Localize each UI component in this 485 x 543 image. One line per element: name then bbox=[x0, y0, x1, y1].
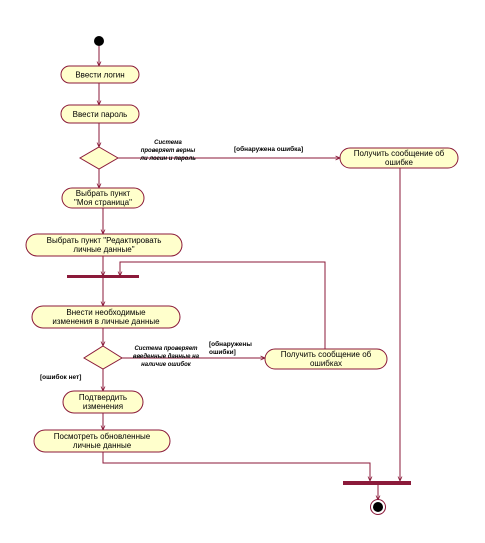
activity-label: "Моя страница" bbox=[74, 198, 132, 207]
condition-label-1: Система bbox=[154, 140, 182, 146]
activity-label: личные данные" bbox=[73, 245, 134, 254]
initial-node bbox=[94, 36, 104, 46]
activity-label: Внести необходимые bbox=[66, 308, 146, 317]
condition-label-2: наличие ошибок bbox=[141, 361, 192, 368]
guard-errors-found: [обнаружены bbox=[209, 340, 252, 348]
activity-choose-edit: Выбрать пункт "Редактировать личные данн… bbox=[25, 233, 183, 257]
activity-choose-my-page: Выбрать пункт "Моя страница" bbox=[61, 187, 145, 209]
activity-enter-login: Ввести логин bbox=[60, 65, 140, 84]
activity-make-changes: Внести необходимые изменения в личные да… bbox=[31, 305, 181, 329]
activity-label: личные данные bbox=[73, 441, 132, 450]
activity-label: ошибке bbox=[385, 158, 414, 167]
condition-label-2: введенные данные на bbox=[133, 354, 200, 360]
activity-enter-password: Ввести пароль bbox=[60, 104, 140, 124]
fork-bar bbox=[67, 275, 139, 278]
activity-label: изменения в личные данные bbox=[52, 317, 160, 326]
edge-error2-loop bbox=[120, 261, 326, 349]
activity-label: Выбрать пункт "Редактировать bbox=[47, 236, 162, 245]
condition-label-1: ли логин и пароль bbox=[139, 156, 196, 162]
edge-view-endbar bbox=[102, 452, 370, 481]
guard-no-errors: [ошибок нет] bbox=[40, 373, 81, 381]
condition-label-2: Система проверяет bbox=[134, 346, 198, 352]
activity-label: Ввести логин bbox=[75, 71, 124, 80]
condition-label-1: проверяет верны bbox=[141, 148, 196, 154]
activity-label: изменения bbox=[83, 402, 123, 411]
activity-confirm-changes: Подтвердить изменения bbox=[62, 390, 144, 414]
decision-check-login bbox=[79, 146, 119, 170]
activity-label: Получить сообщение об bbox=[354, 149, 445, 158]
activity-label: Ввести пароль bbox=[73, 110, 128, 119]
guard-errors-found: ошибки] bbox=[209, 348, 236, 356]
activity-label: Получить сообщение об bbox=[281, 350, 372, 359]
join-bar bbox=[343, 481, 411, 485]
activity-label: Посмотреть обновленные bbox=[54, 432, 151, 441]
activity-label: Подтвердить bbox=[79, 393, 127, 402]
activity-error-message-2: Получить сообщение об ошибках bbox=[264, 348, 388, 370]
decision-check-data bbox=[83, 345, 123, 370]
activity-label: ошибках bbox=[310, 359, 342, 368]
activity-label: Выбрать пункт bbox=[76, 189, 131, 198]
guard-error-found: [обнаружена ошибка] bbox=[234, 145, 303, 153]
activity-error-message-1: Получить сообщение об ошибке bbox=[339, 147, 459, 169]
activity-view-updated: Посмотреть обновленные личные данные bbox=[33, 429, 171, 453]
final-node bbox=[370, 499, 386, 515]
